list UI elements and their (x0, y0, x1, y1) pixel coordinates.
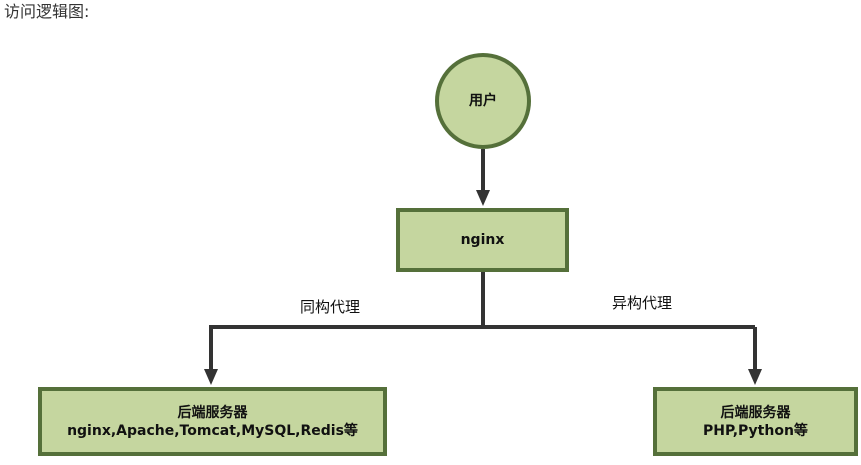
arrowhead-backend-left (204, 369, 218, 385)
backend-server-left-node: 后端服务器 nginx,Apache,Tomcat,MySQL,Redis等 (38, 387, 387, 456)
user-node: 用户 (435, 53, 531, 149)
backend-left-detail: nginx,Apache,Tomcat,MySQL,Redis等 (67, 422, 358, 439)
user-node-label: 用户 (469, 93, 497, 109)
arrowhead-backend-right (748, 369, 762, 385)
diff-proxy-label: 异构代理 (612, 294, 673, 312)
same-proxy-label: 同构代理 (300, 298, 361, 316)
backend-server-right-node: 后端服务器 PHP,Python等 (653, 387, 858, 456)
backend-left-title: 后端服务器 (177, 404, 248, 421)
nginx-node: nginx (396, 208, 569, 272)
page-caption: 访问逻辑图: (4, 2, 90, 21)
backend-right-detail: PHP,Python等 (703, 422, 808, 439)
backend-right-title: 后端服务器 (720, 404, 791, 421)
nginx-node-label: nginx (460, 232, 505, 248)
arrowhead-nginx (476, 190, 490, 206)
